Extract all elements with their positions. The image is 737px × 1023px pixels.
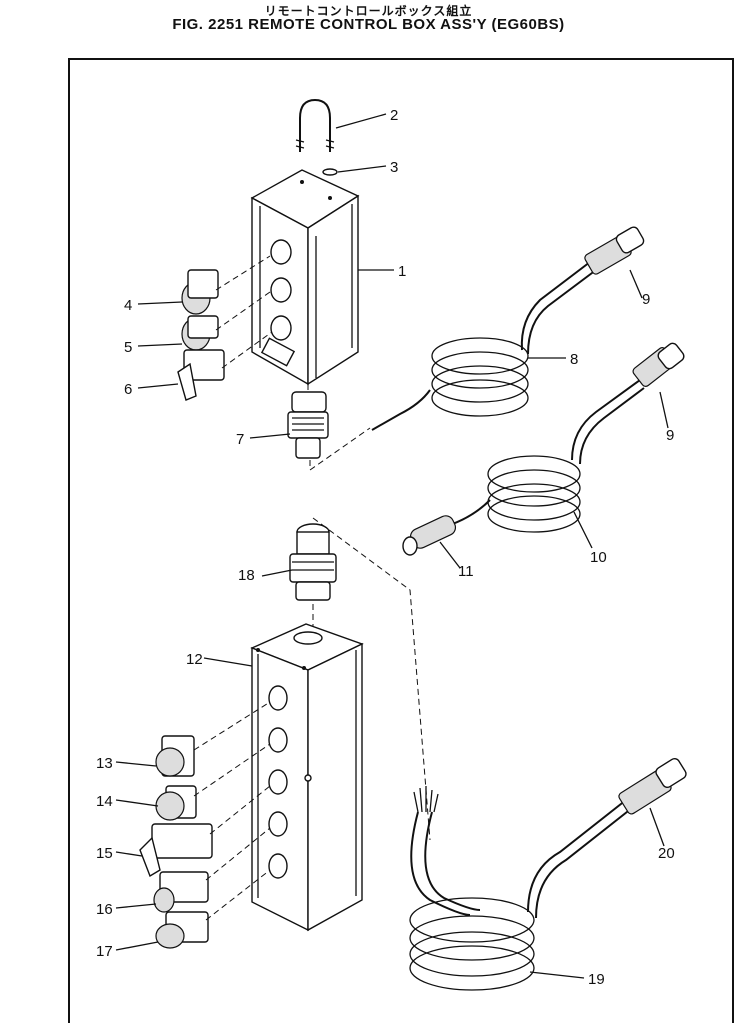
- u-bolt: [295, 98, 335, 152]
- callout-20: 20: [658, 845, 675, 862]
- callout-1: 1: [398, 263, 406, 280]
- callout-13: 13: [96, 755, 113, 772]
- callout-16: 16: [96, 901, 113, 918]
- lower-cable-gland: [289, 517, 431, 841]
- callout-10: 10: [590, 549, 607, 566]
- callout-8: 8: [570, 351, 578, 368]
- washer: [322, 168, 338, 176]
- upper-cable-gland: [287, 384, 371, 471]
- upper-coiled-cable: [371, 261, 597, 431]
- figure-title: FIG. 2251 REMOTE CONTROL BOX ASS'Y (EG60…: [172, 16, 565, 33]
- lower-control-box: [250, 623, 364, 932]
- callout-14: 14: [96, 793, 113, 810]
- callout-2: 2: [390, 107, 398, 124]
- lower-connector: [618, 757, 687, 815]
- lower-coiled-cable: [409, 786, 633, 991]
- middle-coiled-cable: [439, 342, 685, 533]
- callout-4: 4: [124, 297, 132, 314]
- leader-lines: [115, 113, 669, 979]
- callout-6: 6: [124, 381, 132, 398]
- callout-9-upper: 9: [642, 291, 650, 308]
- callout-15: 15: [96, 845, 113, 862]
- drawing-frame: [68, 58, 734, 1023]
- callout-7: 7: [236, 431, 244, 448]
- callout-18: 18: [238, 567, 255, 584]
- callout-3: 3: [390, 159, 398, 176]
- middle-plug: [402, 515, 457, 556]
- callout-5: 5: [124, 339, 132, 356]
- lower-switches: [139, 701, 271, 949]
- figure-title-japanese: リモートコントロールボックス組立: [264, 4, 473, 18]
- callout-9-middle: 9: [666, 427, 674, 444]
- callout-11: 11: [458, 563, 474, 580]
- callout-19: 19: [588, 971, 605, 988]
- callout-12: 12: [186, 651, 203, 668]
- upper-control-box: [250, 169, 360, 386]
- callout-17: 17: [96, 943, 113, 960]
- upper-connector: [584, 226, 645, 275]
- upper-switches: [177, 255, 273, 401]
